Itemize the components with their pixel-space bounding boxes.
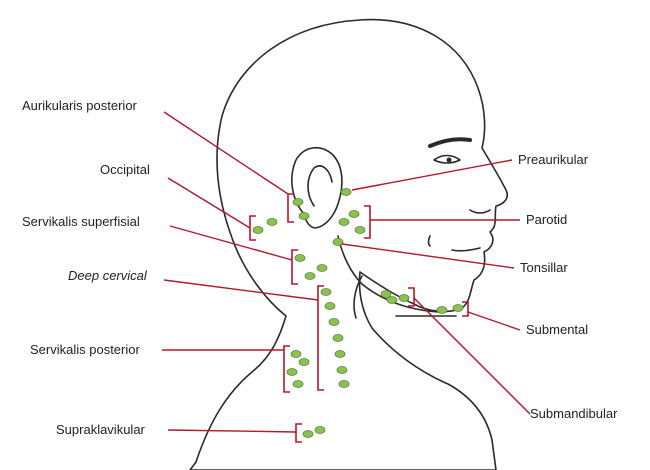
ear [291,147,343,229]
label-servikalis-posterior: Servikalis posterior [30,342,140,357]
labels: Aurikularis posterior Occipital Servikal… [22,98,618,437]
head-illustration [189,18,509,470]
label-occipital: Occipital [100,162,150,177]
label-submental: Submental [526,322,588,337]
eyebrow [428,137,472,148]
cheek-line [427,235,431,247]
bracket-parotid [364,205,371,239]
node-deep-cervical [324,302,336,310]
node-deep-cervical [336,366,348,374]
label-supraklavikular: Supraklavikular [56,422,146,437]
bracket-submandibular [408,287,415,307]
node-servikalis-superfisial [304,272,316,280]
node-submental [436,306,448,314]
head-silhouette [189,18,509,470]
leader-deep-cervical [163,279,319,301]
eye [433,154,461,164]
node-preaurikular [340,188,352,196]
pupil [446,157,452,163]
node-occipital [266,218,278,226]
node-aurikularis-posterior [298,212,310,220]
node-servikalis-superfisial [316,264,328,272]
bracket-servikalis-posterior [283,345,290,393]
leader-tonsillar [341,243,515,269]
node-servikalis-superfisial [294,254,306,262]
nostril [469,209,491,214]
label-aurikularis-posterior: Aurikularis posterior [22,98,138,113]
mouth [451,247,481,252]
node-servikalis-posterior [286,368,298,376]
leader-preaurikular [351,159,513,191]
node-deep-cervical [338,380,350,388]
leader-submandibular [413,297,531,415]
node-parotid [338,218,350,226]
node-submandibular [386,296,398,304]
node-submandibular [380,290,392,298]
leader-aurikularis-posterior [163,111,289,195]
label-deep-cervical: Deep cervical [68,268,148,283]
bracket-servikalis-superfisial [291,249,298,285]
bracket-supraklavikular [295,423,302,443]
node-supraklavikular [314,426,326,434]
label-parotid: Parotid [526,212,567,227]
leader-supraklavikular [167,429,297,433]
node-servikalis-posterior [290,350,302,358]
node-tonsillar [332,238,344,246]
bracket-submental [462,301,469,317]
bracket-deep-cervical [317,285,324,391]
node-deep-cervical [332,334,344,342]
leader-submental [467,311,521,331]
node-aurikularis-posterior [292,198,304,206]
label-preaurikular: Preaurikular [518,152,589,167]
node-submandibular [398,294,410,302]
node-deep-cervical [320,288,332,296]
node-servikalis-posterior [292,380,304,388]
leader-occipital [167,177,251,229]
bracket-aurikularis-posterior [287,193,294,223]
label-submandibular: Submandibular [530,406,618,421]
ear-inner [307,165,333,207]
leader-servikalis-superfisial [169,225,293,261]
node-submental [452,304,464,312]
label-servikalis-superfisial: Servikalis superfisial [22,214,140,229]
leader-lines [162,111,531,433]
neck-line [353,275,363,319]
node-parotid [348,210,360,218]
brackets [249,193,469,443]
lymph-nodes [252,188,464,438]
node-deep-cervical [334,350,346,358]
node-deep-cervical [328,318,340,326]
node-servikalis-posterior [298,358,310,366]
label-tonsillar: Tonsillar [520,260,568,275]
node-occipital [252,226,264,234]
node-parotid [354,226,366,234]
node-supraklavikular [302,430,314,438]
jaw-line [337,235,439,313]
